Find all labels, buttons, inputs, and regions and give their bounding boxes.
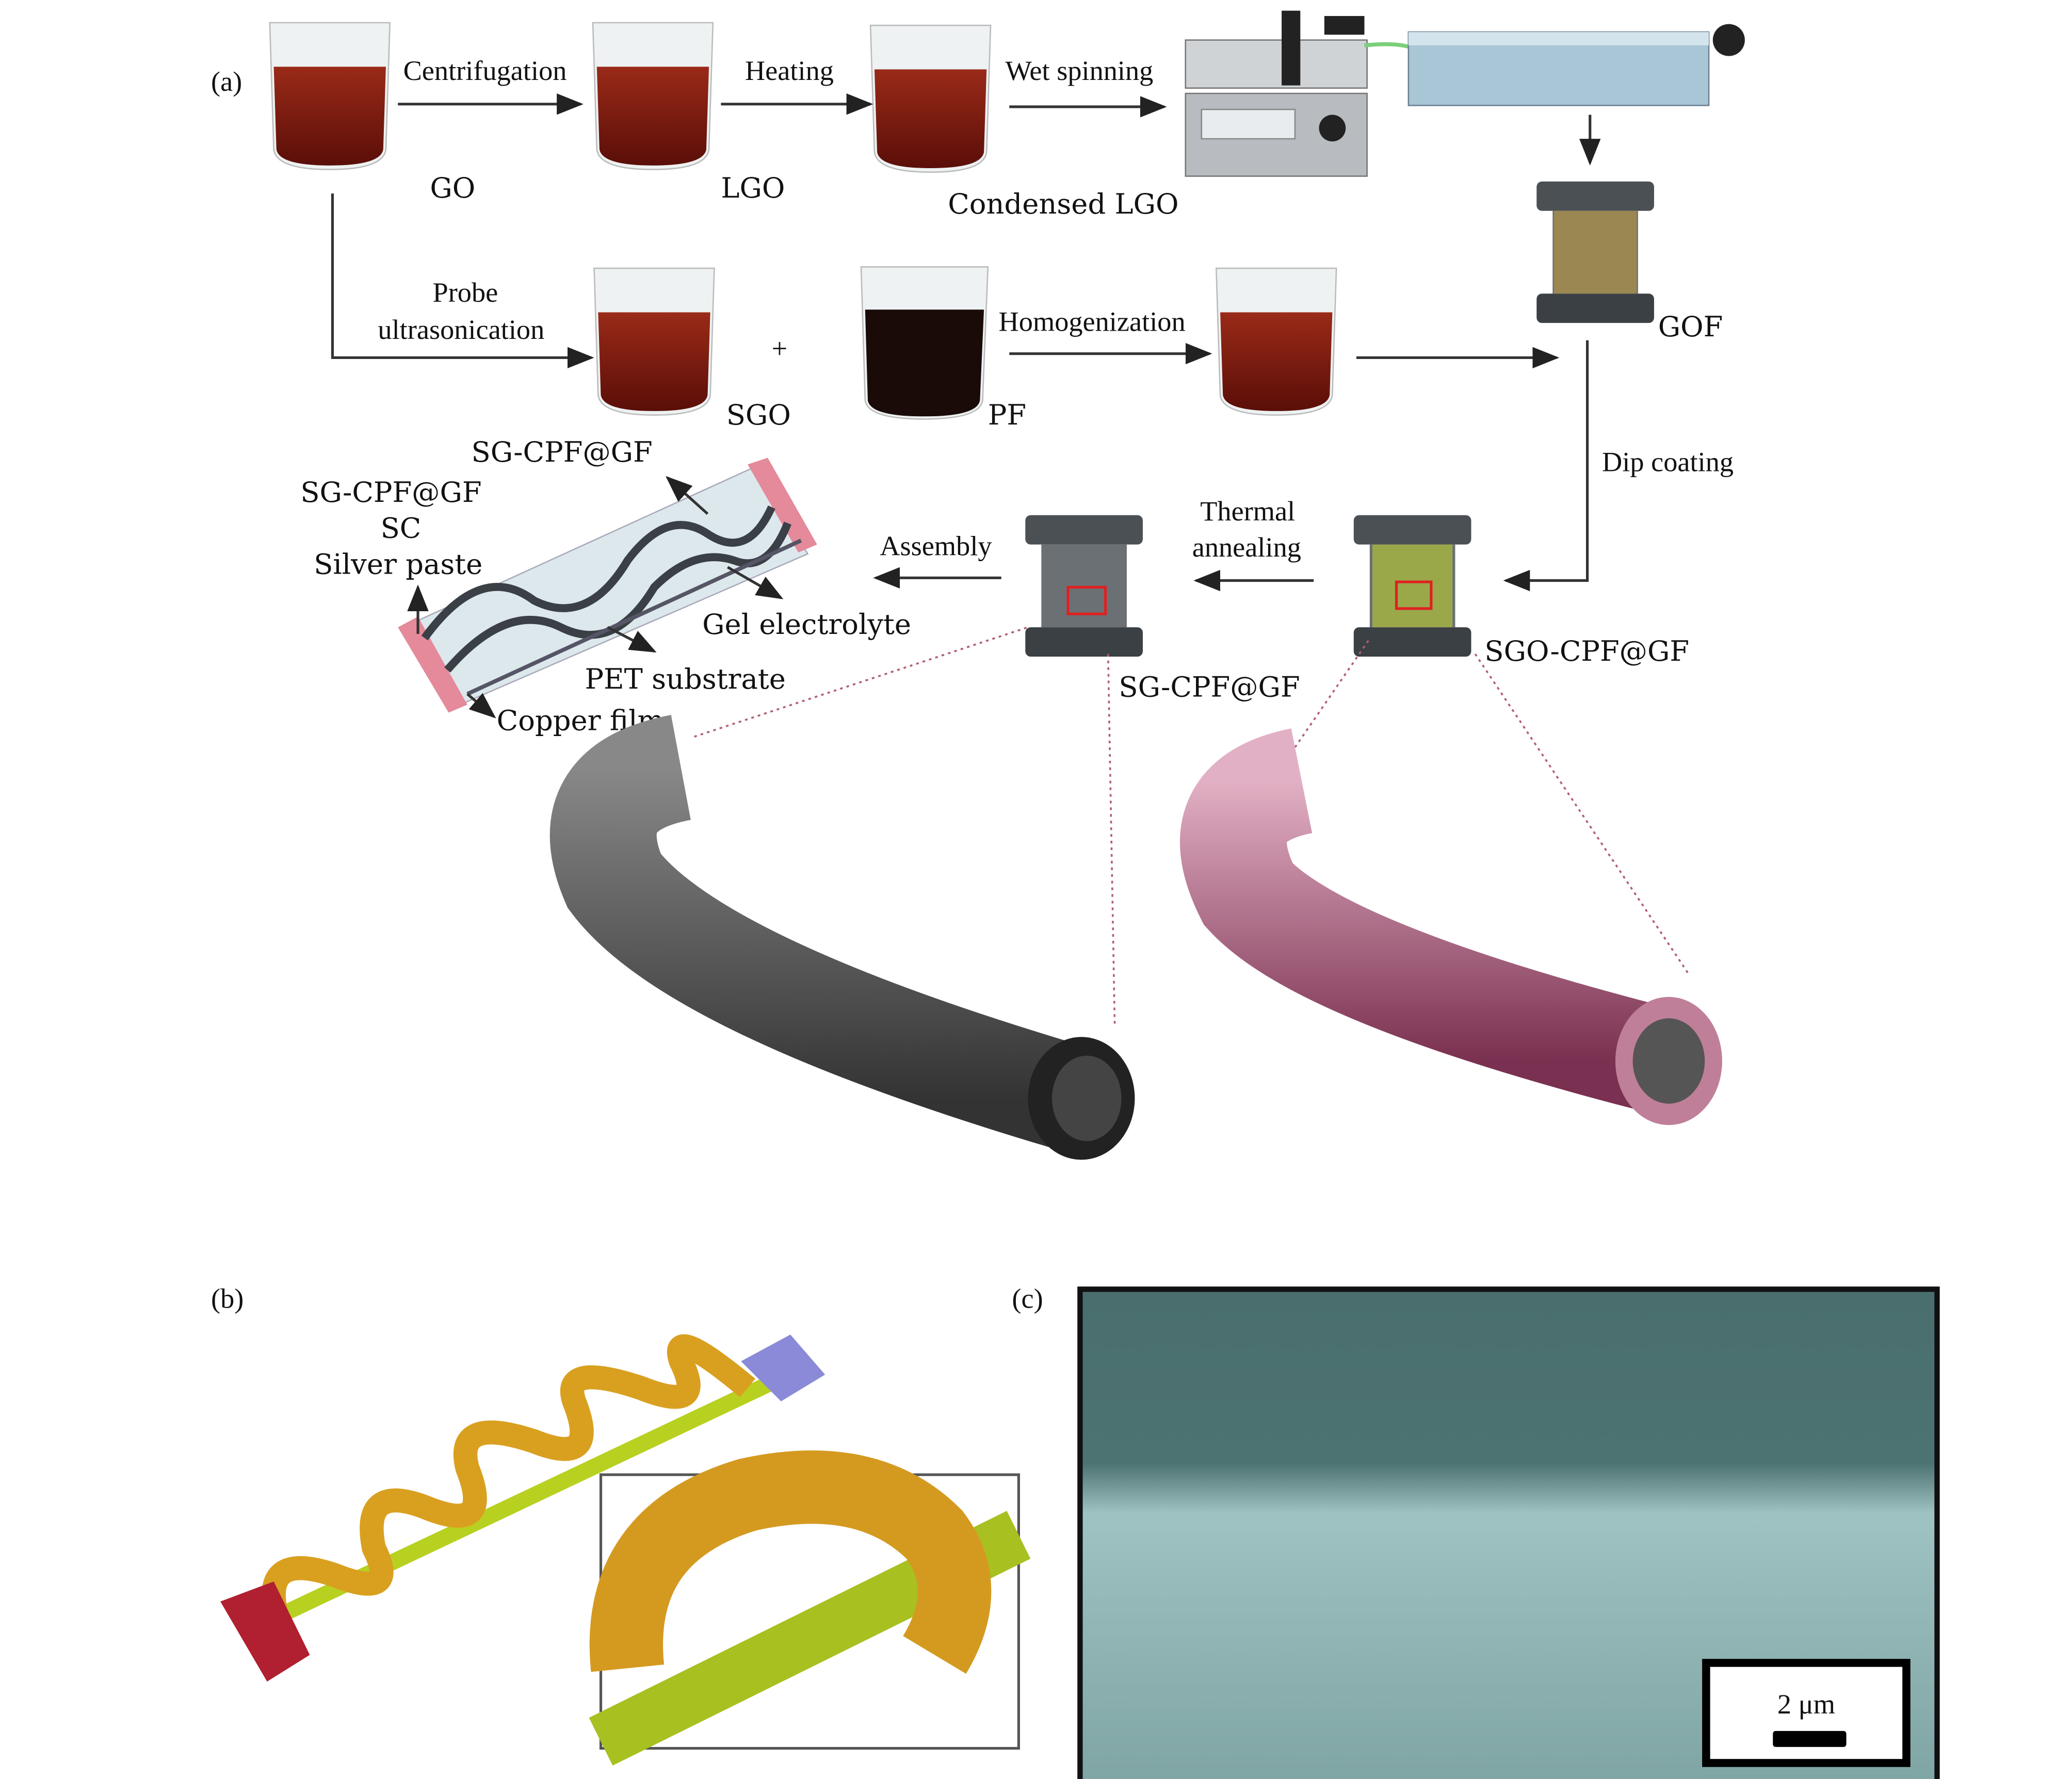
porous-fiber-sg-cpf-gf [549,715,1135,1160]
device-label-pet-substrate: PET substrate [585,663,785,695]
device-label-sc-line2: SC [381,512,422,545]
scale-bar-label: 2 μm [1777,1689,1835,1720]
gof-spool [1536,181,1654,323]
device-label-silver-paste: Silver paste [314,548,482,581]
plus-sign: + [772,333,788,364]
panel-label-b: (b) [211,1283,244,1314]
step-probe: Probe [432,277,498,308]
label-sgo-cpf-gf: SGO-CPF@GF [1484,635,1689,667]
beaker-sgo [593,267,715,416]
helix-fiber-illustration [220,1334,825,1682]
step-ultrasonication: ultrasonication [378,314,544,345]
label-pf: PF [988,399,1026,431]
pointer-arrow [666,476,709,515]
label-sg-cpf-gf: SG-CPF@GF [1119,671,1300,704]
coated-fiber-sgo-cpf-gf [1180,728,1722,1125]
sgo-cpf-gf-spool [1353,515,1471,657]
step-dip-coating: Dip coating [1602,446,1734,477]
arrow-dip-coating [1503,340,1589,592]
panel-label-a: (a) [211,66,242,97]
beaker-lgo [592,22,714,170]
syringe-pump [1185,10,1430,177]
panel-label-c: (c) [1012,1283,1043,1314]
step-annealing: annealing [1192,532,1301,563]
label-go: GO [430,172,475,204]
zoom-line [1294,640,1369,748]
label-lgo: LGO [721,172,785,204]
step-wet-spinning: Wet spinning [1005,55,1153,86]
device-label-sc-line1: SG-CPF@GF [300,476,481,509]
helix-zoom-inset [589,1450,1031,1766]
label-condensed-lgo: Condensed LGO [948,188,1178,220]
step-thermal: Thermal [1200,496,1295,527]
scale-bar [1773,1731,1847,1747]
pointer-arrow [466,693,496,719]
arrow-probe-ultrasonication [331,193,594,369]
device-label-gel-electrolyte: Gel electrolyte [702,608,911,641]
sg-cpf-gf-spool [1025,515,1143,657]
device-label-top: SG-CPF@GF [472,436,653,468]
coagulation-bath [1407,24,1745,106]
zoom-line [1474,653,1690,975]
label-gof: GOF [1658,311,1723,343]
beaker-pf [860,266,989,420]
zoom-line [1107,654,1116,1028]
label-sgo: SGO [726,399,791,431]
zoom-line [694,626,1029,738]
pointer-arrow [727,566,784,599]
step-homogenization: Homogenization [999,306,1186,337]
step-heating: Heating [745,55,834,86]
supercapacitor-device [398,458,817,713]
beaker-go [269,22,391,170]
pointer-arrow [607,626,657,653]
step-centrifugation: Centrifugation [403,55,567,86]
beaker-condensed-lgo [869,24,992,173]
step-assembly: Assembly [880,530,992,561]
beaker-mixture [1216,267,1337,416]
sem-image [1077,1286,1940,1779]
